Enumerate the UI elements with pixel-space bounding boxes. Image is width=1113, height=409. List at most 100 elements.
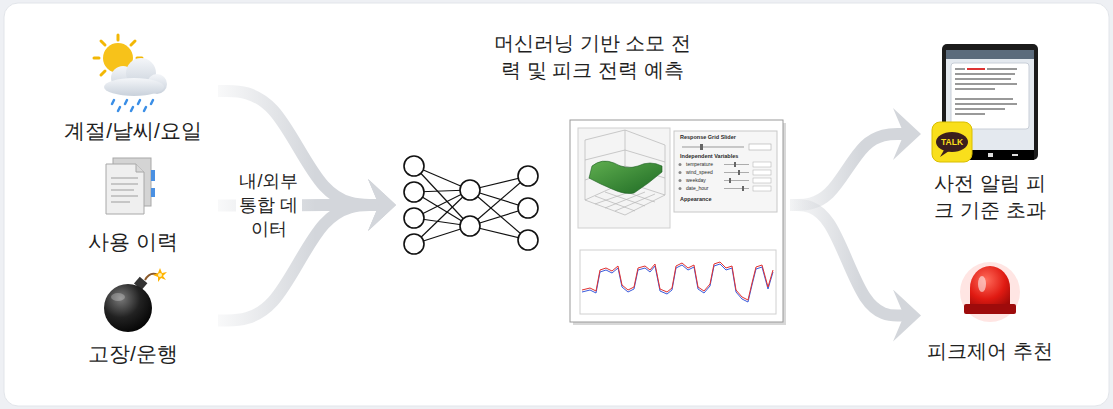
slider-panel	[674, 131, 777, 212]
neural-network	[460, 216, 480, 236]
neural-network	[404, 234, 424, 254]
slider-panel	[679, 171, 682, 174]
surface-plot	[589, 161, 662, 193]
ui-text: Independent Variables	[680, 153, 738, 160]
analysis-screenshot	[570, 120, 783, 322]
surface-plot	[585, 150, 625, 160]
phone-screenshot	[955, 68, 965, 70]
document-icon	[106, 158, 155, 214]
slider-panel	[742, 186, 744, 191]
slider-panel	[729, 162, 744, 191]
output-action: 피크제어 추천	[920, 262, 1060, 369]
slider-panel	[724, 164, 749, 165]
neural-network	[404, 182, 424, 202]
weather-icon	[94, 35, 167, 111]
flow-label: 내/외부 통합 데이터	[236, 170, 302, 242]
surface-plot	[605, 192, 645, 208]
prediction-model: 머신러닝 기반 소모 전력 및 피크 전력 예측	[395, 30, 790, 330]
phone-screenshot	[1012, 154, 1018, 156]
document-icon	[151, 188, 155, 197]
neural-network	[518, 166, 538, 186]
load-chart	[580, 250, 776, 314]
surface-plot	[625, 150, 665, 162]
bomb-icon	[104, 268, 167, 332]
slider-panel	[724, 188, 749, 189]
weather-icon	[117, 35, 120, 40]
bomb-icon	[111, 293, 125, 301]
phone-screenshot	[955, 73, 1015, 75]
document-icon	[111, 177, 138, 179]
flow-arrow	[790, 205, 904, 316]
siren-icon	[964, 304, 1016, 314]
node-label: 사용 이력	[48, 228, 218, 256]
ui-text: temperature	[686, 161, 713, 168]
input-source: 사용 이력	[48, 150, 218, 261]
node-label: 사전 알림 피크 기준 초과	[932, 170, 1048, 224]
app-logo-text: TALK	[932, 136, 972, 148]
document-icon	[111, 195, 138, 197]
slider-panel	[700, 144, 703, 150]
phone-screenshot	[988, 153, 993, 157]
neural-network	[404, 156, 424, 176]
slider-panel	[753, 162, 771, 191]
weather-icon	[131, 41, 135, 45]
output-action: 사전 알림 피크 기준 초과	[920, 40, 1060, 228]
ui-text: Appearance	[680, 196, 712, 203]
document-icon	[136, 164, 144, 172]
kakaotalk-logo	[940, 150, 949, 157]
siren-icon	[970, 266, 1010, 306]
neural-network	[414, 166, 528, 244]
bomb-icon	[158, 273, 162, 277]
ui-text: wind_speed	[686, 169, 713, 176]
weather-icon	[131, 107, 133, 111]
node-label: 고장/운행	[48, 340, 218, 368]
input-source: 고장/운행	[48, 268, 218, 373]
phone-screenshot	[955, 98, 1013, 100]
weather-icon	[118, 107, 120, 111]
slider-panel	[738, 170, 740, 175]
ui-text: weekday	[686, 177, 706, 184]
slider-panel	[753, 162, 771, 167]
slider-panel	[729, 178, 731, 183]
node-label: 피크제어 추천	[920, 338, 1060, 365]
slider-panel	[674, 131, 777, 212]
document-icon	[151, 170, 155, 181]
surface-plot	[595, 196, 635, 211]
neural-network	[404, 208, 424, 228]
document-icon	[111, 178, 138, 202]
document-icon	[111, 189, 134, 191]
weather-icon	[101, 71, 105, 75]
phone-screenshot	[955, 83, 1017, 85]
surface-plot	[578, 128, 670, 228]
bomb-icon	[104, 284, 152, 332]
phone-screenshot	[955, 88, 995, 90]
neural-network	[404, 156, 538, 254]
surface-plot	[605, 192, 645, 206]
slider-panel	[679, 163, 682, 190]
bomb-icon	[153, 268, 167, 282]
weather-icon	[112, 100, 114, 104]
weather-icon	[144, 107, 146, 111]
neural-network	[518, 230, 538, 250]
slider-panel	[724, 180, 749, 181]
phone-screenshot	[951, 63, 1029, 129]
surface-plot	[585, 140, 586, 200]
flow-arrow	[790, 134, 904, 205]
kakaotalk-logo	[932, 122, 972, 162]
weather-icon	[104, 78, 164, 96]
weather-icon	[138, 100, 140, 104]
slider-panel	[753, 178, 771, 183]
input-source: 계절/날씨/요일	[48, 32, 218, 150]
siren-icon	[960, 262, 1020, 322]
slider-panel	[682, 147, 744, 148]
weather-icon	[151, 100, 153, 104]
load-chart	[582, 262, 773, 300]
slider-panel	[724, 172, 749, 173]
slider-panel	[753, 170, 771, 175]
neural-network	[470, 176, 528, 226]
phone-screenshot	[946, 50, 1034, 59]
weather-icon	[101, 41, 105, 45]
phone-screenshot	[955, 108, 1005, 110]
phone-screenshot	[987, 68, 1017, 70]
